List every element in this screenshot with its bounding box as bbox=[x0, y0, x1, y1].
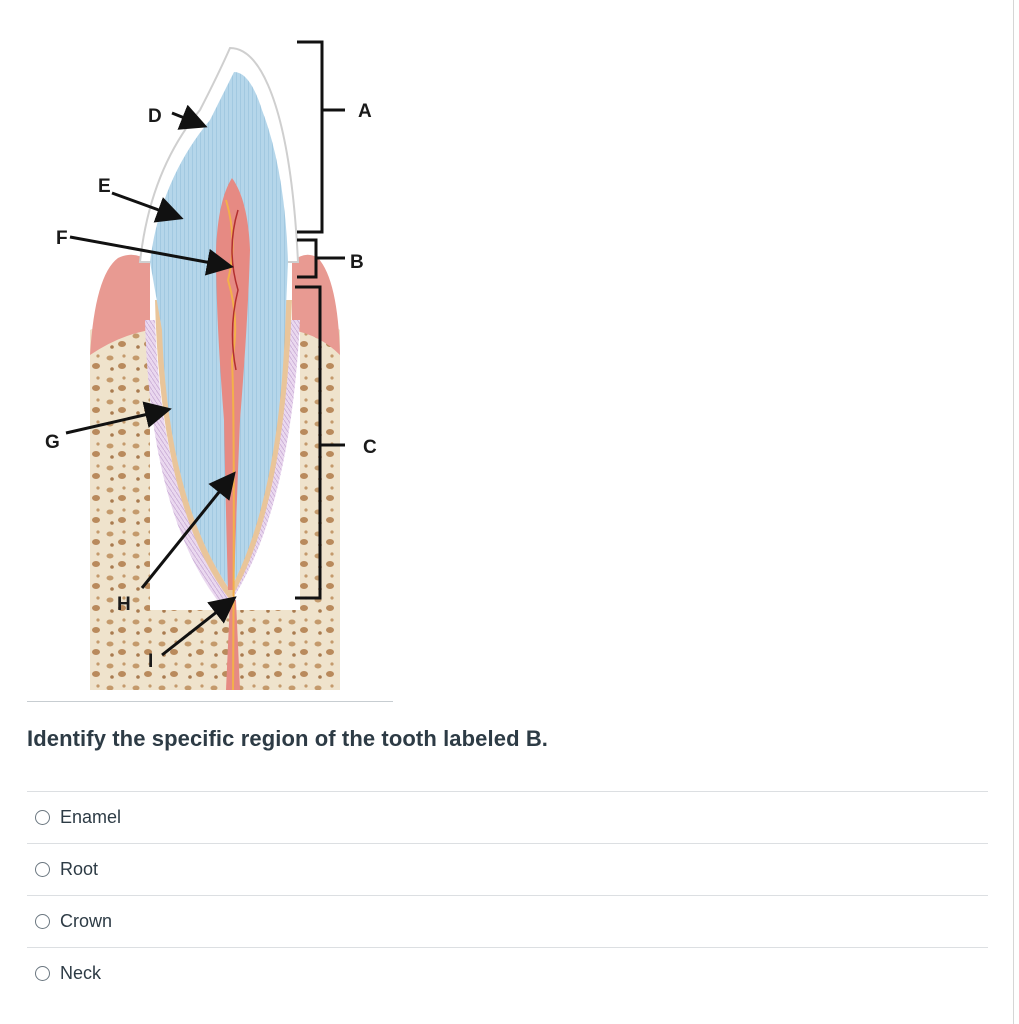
tooth-diagram-svg: A B C D E F G H I bbox=[45, 40, 377, 691]
arrow-d bbox=[171, 104, 208, 130]
label-i: I bbox=[148, 651, 153, 672]
answer-option-root[interactable]: Root bbox=[27, 843, 988, 895]
answer-option-crown[interactable]: Crown bbox=[27, 895, 988, 947]
arrow-e bbox=[111, 191, 184, 223]
answer-list: Enamel Root Crown Neck bbox=[27, 791, 988, 999]
answer-label: Enamel bbox=[60, 807, 122, 827]
answer-option-neck[interactable]: Neck bbox=[27, 947, 988, 999]
label-a: A bbox=[358, 101, 372, 122]
pointer-arrows bbox=[65, 104, 237, 657]
bracket-c bbox=[295, 285, 322, 600]
label-b: B bbox=[350, 252, 364, 273]
answer-label: Root bbox=[60, 859, 99, 879]
region-brackets bbox=[295, 40, 345, 600]
label-h: H bbox=[117, 594, 131, 615]
answer-label: Neck bbox=[60, 963, 102, 983]
arrow-i bbox=[161, 596, 237, 657]
label-c: C bbox=[363, 437, 377, 458]
radio-button[interactable] bbox=[35, 914, 50, 929]
radio-button[interactable] bbox=[35, 966, 50, 981]
radio-button[interactable] bbox=[35, 810, 50, 825]
radio-button[interactable] bbox=[35, 862, 50, 877]
label-g: G bbox=[45, 432, 60, 453]
answer-label: Crown bbox=[60, 911, 113, 931]
answer-option-enamel[interactable]: Enamel bbox=[27, 791, 988, 843]
gingiva bbox=[90, 254, 340, 355]
tooth-diagram: A B C D E F G H I bbox=[0, 0, 420, 700]
page-right-border bbox=[1013, 0, 1014, 1024]
question-text: Identify the specific region of the toot… bbox=[27, 726, 549, 751]
bracket-a bbox=[297, 40, 324, 234]
cementum bbox=[155, 300, 292, 600]
label-f: F bbox=[56, 228, 68, 249]
blood-vessel bbox=[231, 209, 239, 371]
figure-divider bbox=[27, 701, 393, 702]
label-e: E bbox=[98, 176, 111, 197]
arrow-h bbox=[140, 471, 236, 589]
label-d: D bbox=[148, 106, 162, 127]
arrow-f bbox=[69, 235, 234, 276]
arrow-g bbox=[65, 401, 172, 435]
